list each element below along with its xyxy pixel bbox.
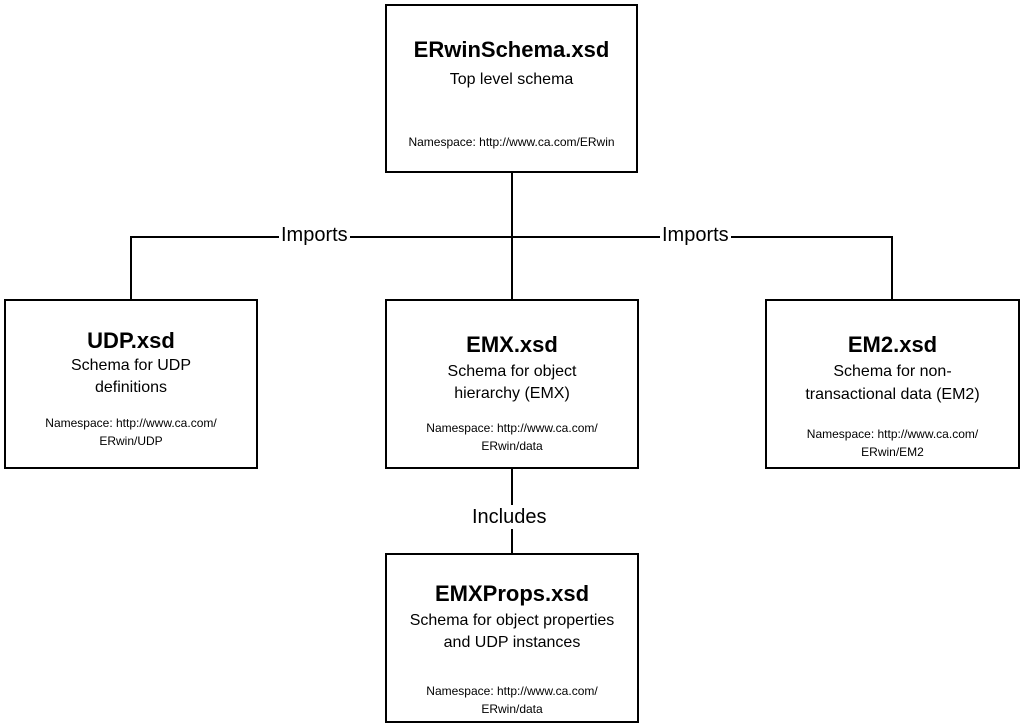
node-namespace-line: Namespace: http://www.ca.com/ bbox=[426, 421, 598, 435]
node-em2: EM2.xsd Schema for non- transactional da… bbox=[765, 299, 1020, 469]
node-title: ERwinSchema.xsd bbox=[413, 37, 610, 62]
node-emx: EMX.xsd Schema for object hierarchy (EMX… bbox=[385, 299, 639, 469]
includes-label: Includes bbox=[470, 505, 549, 529]
node-namespace-line: Namespace: http://www.ca.com/ bbox=[426, 684, 598, 698]
node-description-line: Schema for object properties bbox=[409, 612, 615, 629]
node-namespace-line: Namespace: http://www.ca.com/ERwin bbox=[408, 135, 615, 149]
node-emxprops: EMXProps.xsd Schema for object propertie… bbox=[385, 553, 639, 723]
imports-label-left: Imports bbox=[279, 223, 350, 247]
node-namespace-line: Namespace: http://www.ca.com/ bbox=[45, 416, 217, 430]
node-title: EMX.xsd bbox=[466, 332, 558, 357]
node-namespace-line: ERwin/UDP bbox=[99, 434, 163, 448]
node-title: UDP.xsd bbox=[87, 328, 175, 353]
node-description-line: and UDP instances bbox=[443, 634, 581, 651]
node-description-line: definitions bbox=[94, 379, 168, 396]
node-description-line: Schema for object bbox=[447, 363, 577, 380]
imports-label-right: Imports bbox=[660, 223, 731, 247]
node-description-line: Schema for non- bbox=[833, 363, 952, 380]
node-namespace-line: ERwin/data bbox=[481, 439, 543, 453]
node-namespace-line: ERwin/data bbox=[481, 702, 543, 716]
node-namespace-line: Namespace: http://www.ca.com/ bbox=[806, 427, 979, 441]
node-description-line: Schema for UDP bbox=[70, 357, 192, 374]
node-erwinschema: ERwinSchema.xsd Top level schema Namespa… bbox=[385, 4, 638, 173]
node-description-line: Top level schema bbox=[449, 71, 574, 88]
node-namespace-line: ERwin/EM2 bbox=[861, 445, 924, 459]
node-description-line: transactional data (EM2) bbox=[805, 386, 980, 403]
node-description-line: hierarchy (EMX) bbox=[454, 385, 570, 402]
node-title: EMXProps.xsd bbox=[434, 581, 590, 606]
node-title: EM2.xsd bbox=[847, 332, 938, 357]
node-udp: UDP.xsd Schema for UDP definitions Names… bbox=[4, 299, 258, 469]
